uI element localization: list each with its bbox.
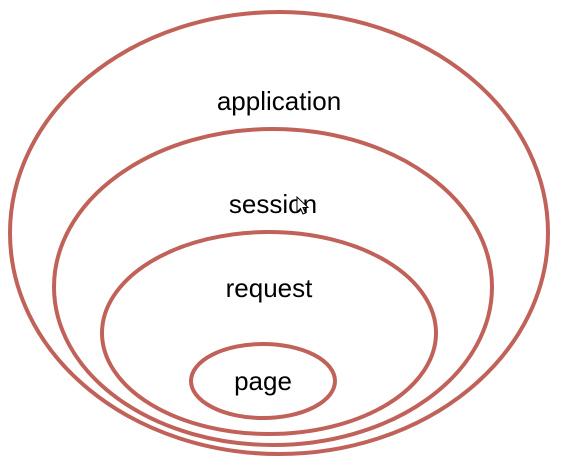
request-scope-ellipse — [100, 230, 438, 436]
page-scope-label: page — [234, 366, 292, 396]
mouse-pointer-icon — [296, 195, 310, 215]
application-scope-ellipse — [8, 10, 550, 456]
session-scope-ellipse — [52, 127, 494, 447]
request-scope-label: request — [226, 273, 313, 303]
page-scope-ellipse — [189, 342, 337, 420]
application-scope-label: application — [217, 86, 341, 116]
